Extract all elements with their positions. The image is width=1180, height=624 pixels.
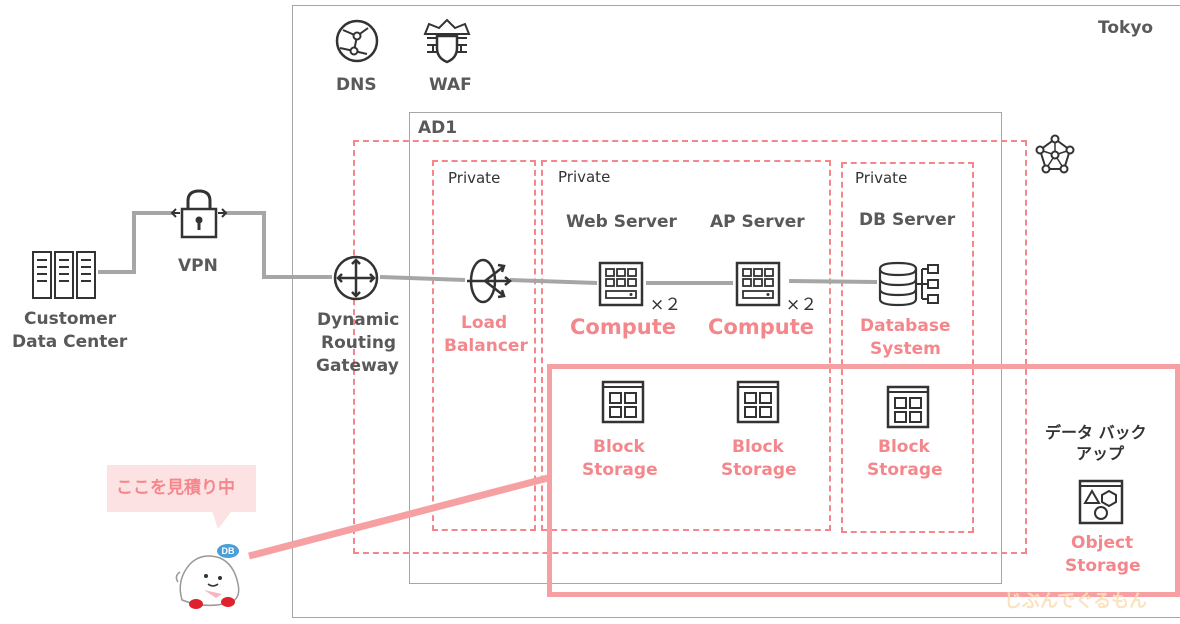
- subnet-db-label: Private: [855, 169, 908, 187]
- vcn-boundary: [353, 140, 1027, 554]
- db-server-title: DB Server: [859, 210, 956, 230]
- line-onprem-vpn: [98, 211, 172, 274]
- availability-domain-label: AD1: [418, 118, 458, 138]
- availability-domain-boundary: [409, 112, 1002, 584]
- block-storage-label-1a: Block: [593, 437, 645, 457]
- ap-compute-label: Compute: [708, 315, 814, 339]
- block-storage-icon-2: [736, 380, 780, 424]
- block-storage-label-2a: Block: [732, 437, 784, 457]
- region-tokyo-boundary: [292, 5, 1180, 618]
- router-icon: [333, 255, 379, 301]
- vpn-label: VPN: [178, 256, 218, 276]
- load-balancer-icon: [467, 258, 513, 304]
- db-label-1: Database: [860, 316, 951, 336]
- block-storage-label-1b: Storage: [582, 460, 658, 480]
- block-storage-label-2b: Storage: [721, 460, 797, 480]
- line-callout-pointer: [248, 474, 549, 560]
- block-storage-label-3b: Storage: [867, 460, 943, 480]
- object-storage-label-2: Storage: [1065, 556, 1141, 576]
- lb-label-2: Balancer: [444, 336, 528, 356]
- callout-tail: [212, 511, 232, 529]
- estimate-highlight-box: [547, 364, 1180, 597]
- block-storage-icon-3: [886, 385, 930, 429]
- callout-bubble: [107, 465, 256, 512]
- data-center-label-1: Customer: [24, 309, 117, 329]
- lb-label-1: Load: [461, 313, 508, 333]
- vcn-icon: [1035, 134, 1075, 174]
- watermark: じぶんでぐるもん: [1004, 591, 1148, 612]
- web-count: ×２: [650, 295, 682, 315]
- web-compute-icon: [598, 261, 644, 307]
- backup-label-2: アップ: [1076, 444, 1125, 463]
- dns-label: DNS: [336, 75, 377, 95]
- web-server-title: Web Server: [566, 212, 677, 232]
- subnet-app-label: Private: [558, 168, 611, 186]
- line-lb-web: [509, 278, 598, 285]
- waf-icon: [423, 18, 471, 64]
- waf-label: WAF: [429, 75, 472, 95]
- callout-text: ここを見積り中: [116, 478, 235, 498]
- object-storage-label-1: Object: [1071, 533, 1134, 553]
- data-center-icon: [32, 251, 96, 299]
- line-drg-lb: [379, 275, 466, 282]
- region-label: Tokyo: [1098, 18, 1154, 38]
- web-compute-label: Compute: [570, 315, 676, 339]
- subnet-lb-label: Private: [448, 169, 501, 187]
- dns-icon: [335, 19, 379, 63]
- ap-compute-icon: [735, 261, 781, 307]
- drg-label-3: Gateway: [316, 356, 399, 376]
- block-storage-icon-1: [601, 380, 645, 424]
- object-storage-icon: [1078, 479, 1124, 525]
- subnet-app: [541, 160, 831, 531]
- ap-server-title: AP Server: [710, 212, 805, 232]
- block-storage-label-3a: Block: [878, 437, 930, 457]
- subnet-lb: [432, 160, 536, 531]
- database-icon: [878, 261, 939, 307]
- drg-label-2: Routing: [321, 333, 397, 353]
- vpn-lock-icon: [170, 189, 228, 239]
- ap-count: ×２: [786, 295, 818, 315]
- subnet-db: [841, 162, 974, 533]
- mascot-character: DB: [175, 544, 240, 609]
- drg-label-1: Dynamic: [317, 310, 400, 330]
- line-vpn-drg: [226, 211, 332, 279]
- data-center-label-2: Data Center: [12, 332, 128, 352]
- mascot-badge: DB: [222, 546, 235, 556]
- line-ap-db: [788, 279, 878, 284]
- backup-label-1: データ バック: [1045, 423, 1147, 442]
- db-label-2: System: [870, 339, 941, 359]
